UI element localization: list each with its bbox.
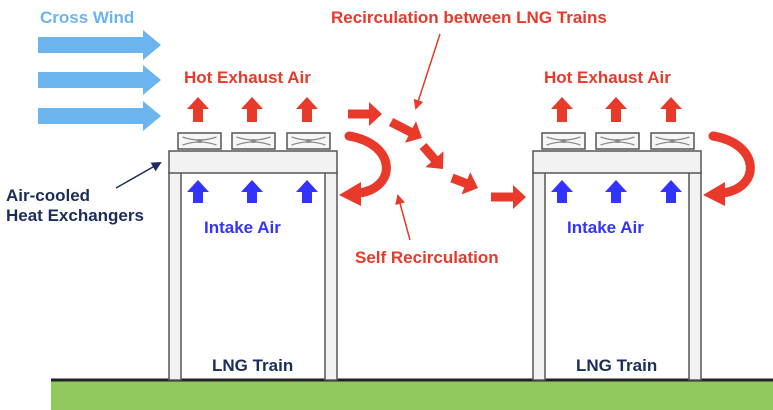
fan-hub: [305, 139, 312, 143]
cross-wind-arrows: [38, 30, 161, 131]
label-pointers: [115, 33, 441, 241]
air-cooled-pointer: [115, 162, 162, 189]
intake-arrow-t2-3: [660, 180, 682, 203]
self-recirc-head-1: [339, 182, 361, 206]
recirc-arrow-3: [419, 143, 444, 169]
recirc-between-pointer: [413, 33, 441, 110]
hot-exhaust-arrow-t1-3: [296, 97, 318, 122]
lng-train-2: [532, 132, 702, 381]
hot-exhaust-arrow-t2-3: [660, 97, 682, 122]
intake-air-label-train2: Intake Air: [567, 218, 644, 237]
self-recirc-arc-2: [708, 131, 755, 198]
cross-wind-arrow-3: [38, 101, 161, 131]
air-cooled-label-line2: Heat Exchangers: [6, 206, 144, 225]
self-recirc-pointer: [395, 194, 411, 241]
fan-unit-3: [650, 132, 695, 150]
intake-arrow-t1-1: [187, 180, 209, 203]
intake-air-arrows: [187, 180, 682, 203]
lng-train-1: [168, 132, 338, 381]
recirculation-arrows: [339, 102, 755, 209]
intake-arrow-t1-2: [241, 180, 263, 203]
hot-exhaust-arrow-t1-2: [241, 97, 263, 122]
cross-wind-label: Cross Wind: [40, 8, 135, 27]
recirc-arrow-4: [450, 172, 478, 195]
left-column: [532, 171, 546, 381]
fan-unit-2: [231, 132, 276, 150]
hot-exhaust-arrow-t1-1: [187, 97, 209, 122]
intake-arrow-t2-1: [551, 180, 573, 203]
intake-arrow-t1-3: [296, 180, 318, 203]
cross-wind-arrow-2: [38, 65, 161, 95]
lng-train-label-1: LNG Train: [212, 356, 294, 375]
self-recirc-head-2: [703, 182, 725, 206]
fan-unit-1: [177, 132, 222, 150]
cooler-deck: [532, 150, 702, 174]
fan-unit-3: [286, 132, 331, 150]
intake-air-label-train1: Intake Air: [204, 218, 281, 237]
ground-strip: [51, 380, 773, 410]
lng-train-label-2: LNG Train: [576, 356, 658, 375]
self-recirc-arc-1: [344, 131, 391, 198]
lng-trains: [168, 132, 702, 381]
air-cooled-label-line1: Air-cooled: [6, 186, 91, 205]
fan-hub: [560, 139, 567, 143]
cross-wind-arrow-1: [38, 30, 161, 60]
self-recirculation-label: Self Recirculation: [355, 248, 499, 267]
hot-exhaust-arrows: [187, 97, 682, 122]
hot-exhaust-arrow-t2-2: [605, 97, 627, 122]
right-column: [688, 171, 702, 381]
fan-unit-1: [541, 132, 586, 150]
fan-hub: [196, 139, 203, 143]
hot-exhaust-air-label-train1: Hot Exhaust Air: [184, 68, 311, 87]
left-column: [168, 171, 182, 381]
recirc-arrow-1: [348, 102, 382, 126]
intake-arrow-t2-2: [605, 180, 627, 203]
fan-hub: [669, 139, 676, 143]
fan-unit-2: [595, 132, 640, 150]
fan-hub: [614, 139, 621, 143]
recirculation-between-trains-label: Recirculation between LNG Trains: [331, 8, 607, 27]
air-cooled-heat-exchangers-label: Air-cooled Heat Exchangers: [6, 186, 144, 226]
fan-hub: [250, 139, 257, 143]
recirc-arrow-5: [491, 185, 526, 209]
hot-exhaust-arrow-t2-1: [551, 97, 573, 122]
ground: [51, 378, 773, 410]
hot-exhaust-air-label-train2: Hot Exhaust Air: [544, 68, 671, 87]
recirc-arrow-2: [388, 118, 422, 143]
right-column: [324, 171, 338, 381]
cooler-deck: [168, 150, 338, 174]
